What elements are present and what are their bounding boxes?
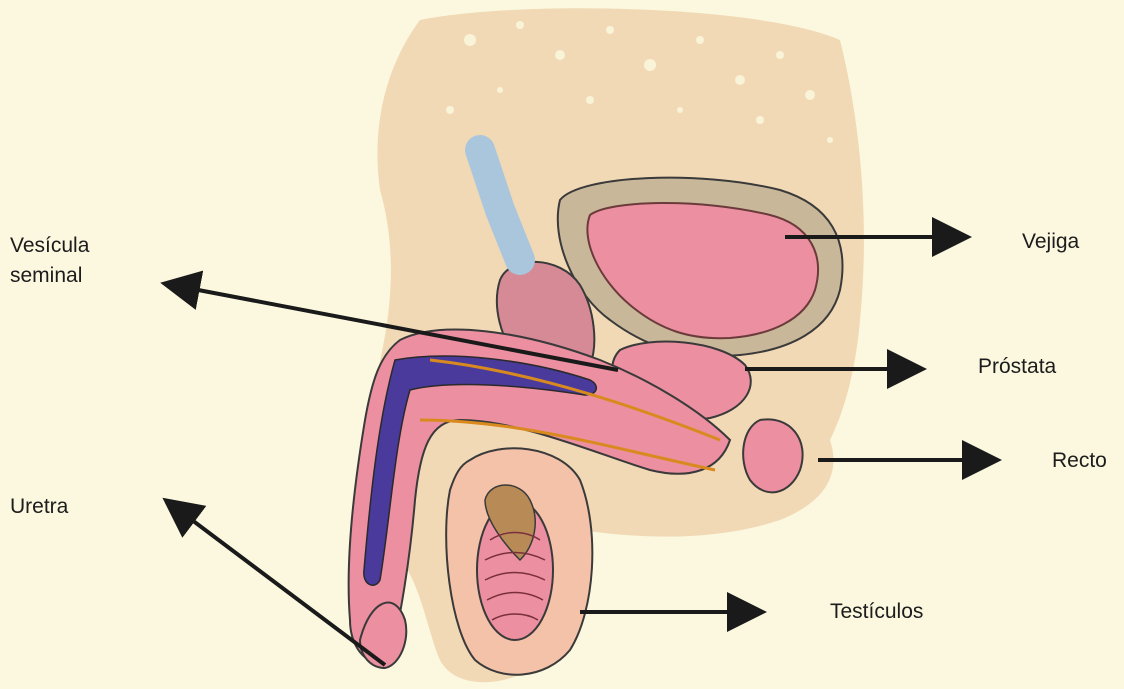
label-vejiga: Vejiga: [1022, 227, 1079, 257]
label-vesicula-line2: seminal: [10, 261, 89, 291]
testicle: [446, 448, 592, 674]
label-recto: Recto: [1052, 446, 1107, 476]
label-testiculos: Testículos: [830, 597, 923, 627]
label-vesicula-seminal: Vesícula seminal: [10, 231, 89, 291]
rectum: [743, 419, 802, 492]
label-vesicula-line1: Vesícula: [10, 231, 89, 261]
label-prostata: Próstata: [978, 352, 1056, 382]
label-uretra: Uretra: [10, 492, 68, 522]
